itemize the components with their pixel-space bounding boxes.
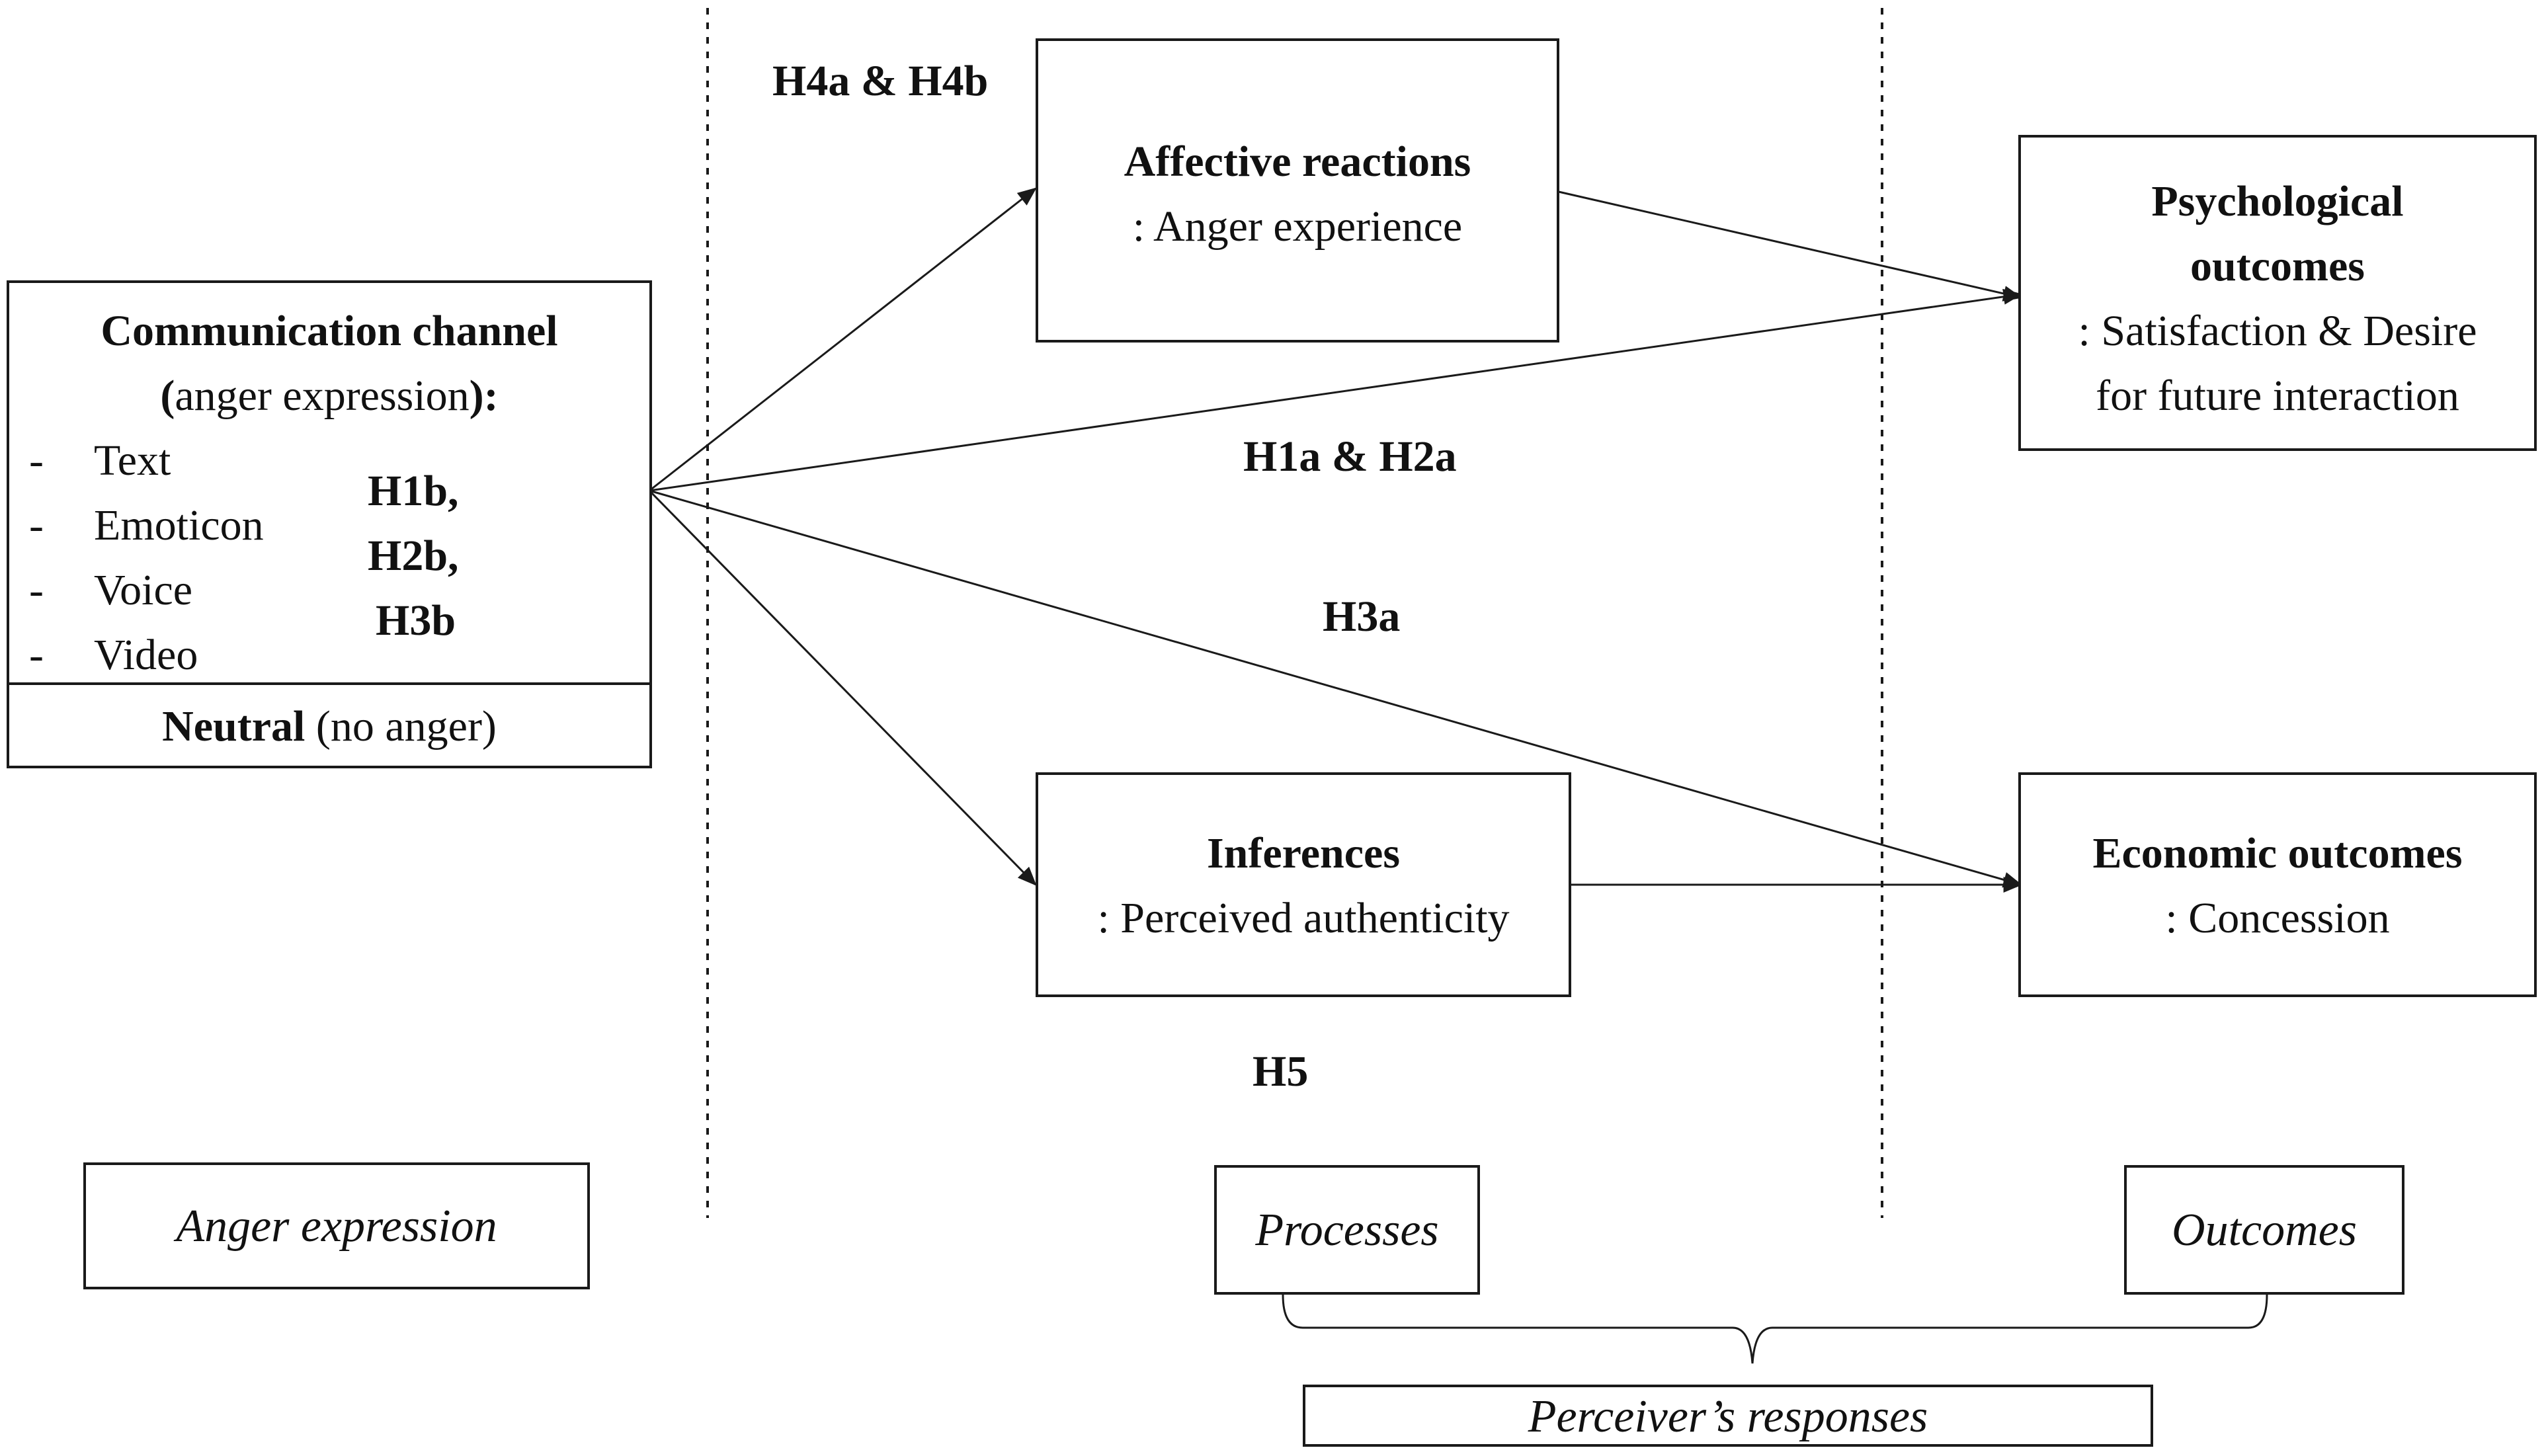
processes-category-box: [1214, 1165, 1480, 1295]
arrow-channel-to-affective: [649, 187, 1037, 492]
economic-outcomes-box: [2018, 772, 2537, 997]
affective-title: Affective reactions: [1124, 138, 1471, 186]
channel-item-voice: Voice: [94, 566, 193, 614]
inferences-title: Inferences: [1206, 829, 1401, 877]
hypothesis-h1b: H1b,: [368, 467, 459, 515]
channel-item-video: Video: [94, 631, 198, 679]
label-h1a-h2a: H1a & H2a: [1243, 432, 1457, 481]
channel-item-emoticon: Emoticon: [94, 501, 264, 549]
economic-title: Economic outcomes: [2092, 829, 2463, 877]
anger-expression-category-label: Anger expression: [176, 1201, 497, 1252]
channel-item-dash: -: [29, 436, 44, 485]
economic-subtitle: : Concession: [2165, 894, 2390, 942]
neutral-rest: (no anger): [305, 702, 497, 750]
psych-title-line2: outcomes: [2190, 242, 2365, 290]
responses-brace: [1282, 1294, 2268, 1364]
arrow-channel-to-inferences: [648, 489, 1037, 886]
processes-category-label: Processes: [1255, 1205, 1439, 1256]
channel-subtitle: (anger expression):: [7, 364, 652, 428]
subtitle-open-paren: (: [160, 372, 175, 420]
psychological-outcomes-box: [2018, 135, 2537, 451]
perceivers-responses-label: Perceiver’s responses: [1528, 1391, 1928, 1442]
neutral-label: Neutral (no anger): [7, 694, 652, 759]
hypothesis-h2b: H2b,: [368, 532, 459, 580]
neutral-bold: Neutral: [162, 702, 306, 750]
perceivers-responses-box: [1303, 1385, 2153, 1447]
hypothesis-h3b: H3b: [376, 596, 456, 645]
subtitle-close-paren: ):: [469, 372, 499, 420]
affective-subtitle: : Anger experience: [1132, 202, 1463, 251]
channel-item-dash: -: [29, 631, 44, 679]
psych-title-line1: Psychological: [2151, 177, 2404, 225]
anger-expression-category-box: [83, 1162, 590, 1289]
inferences-box: [1036, 772, 1571, 997]
label-h4a-h4b: H4a & H4b: [772, 57, 989, 105]
arrow-affective-to-psychological: [1558, 190, 2023, 302]
channel-item-text: Text: [94, 436, 171, 485]
channel-item-dash: -: [29, 566, 44, 614]
channel-title: Communication channel: [101, 307, 558, 355]
affective-reactions-box: [1036, 38, 1559, 343]
neutral-box: [7, 682, 652, 768]
subtitle-text: anger expression: [175, 372, 470, 420]
channel-item-dash: -: [29, 501, 44, 549]
outcomes-category-label: Outcomes: [2172, 1205, 2357, 1256]
label-h5: H5: [1252, 1047, 1309, 1096]
outcomes-category-box: [2124, 1165, 2404, 1295]
label-h3a: H3a: [1323, 592, 1401, 641]
inferences-subtitle: : Perceived authenticity: [1097, 894, 1510, 942]
psych-subtitle-line1: : Satisfaction & Desire: [2078, 307, 2477, 355]
psych-subtitle-line2: for future interaction: [2096, 372, 2459, 420]
